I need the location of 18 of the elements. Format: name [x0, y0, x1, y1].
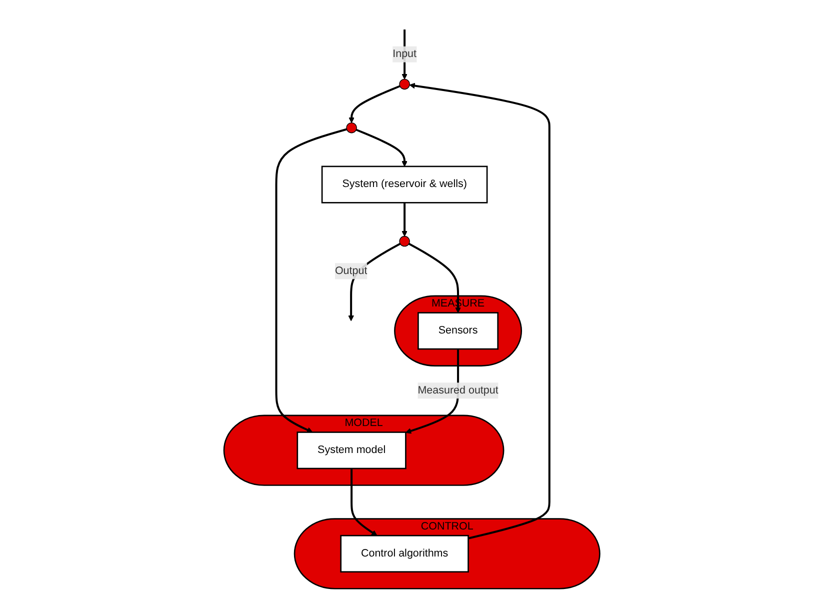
edge-label: Output: [334, 265, 367, 277]
node-circle: [398, 78, 410, 90]
arrow: [408, 82, 550, 540]
arrow: [350, 468, 377, 536]
edge-label: Measured output: [417, 384, 498, 396]
arrow: [401, 30, 408, 80]
node-box: System (reservoir & wells): [321, 166, 488, 204]
arrow: [408, 242, 461, 314]
arrow: [355, 128, 408, 167]
node-box: System model: [296, 432, 406, 470]
node-circle: [346, 122, 357, 134]
node-box: Control algorithms: [340, 534, 469, 573]
edge-label: Input: [392, 48, 416, 60]
arrow: [348, 85, 400, 124]
arrow: [401, 202, 408, 236]
node-circle: [398, 236, 410, 247]
node-box: Sensors: [417, 312, 498, 350]
arrow: [274, 128, 347, 433]
